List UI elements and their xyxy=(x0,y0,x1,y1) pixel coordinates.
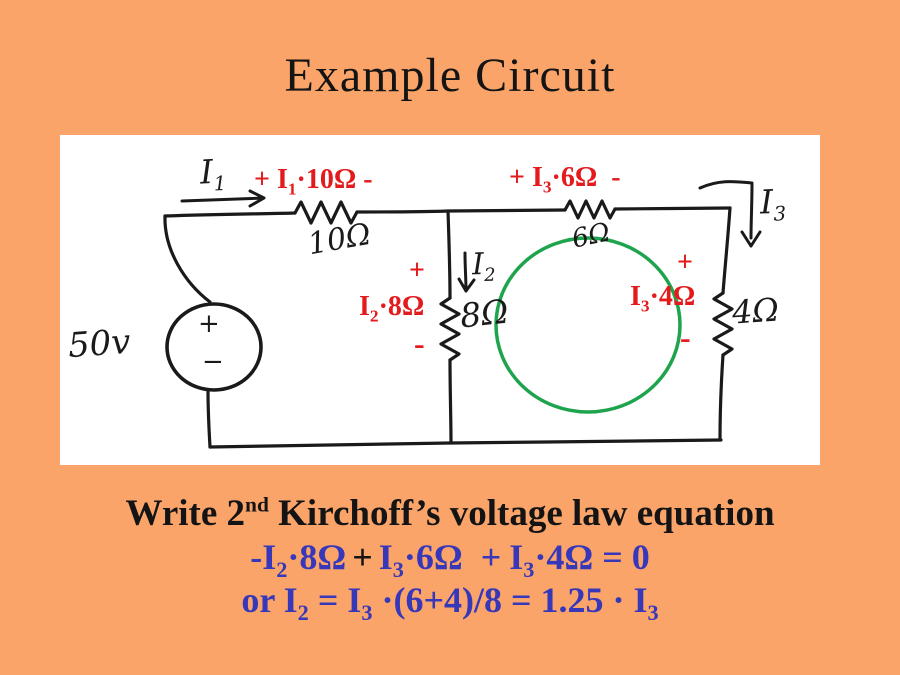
voltage-label-10ohm: + I1·10Ω - xyxy=(254,164,373,198)
resistor-6ohm-label: 6Ω xyxy=(569,217,613,255)
heading-ordinal: nd xyxy=(245,492,269,517)
eq1-term3: I3·4Ω = 0 xyxy=(509,537,650,581)
resistor-4ohm-label: 4Ω xyxy=(730,290,781,332)
middle-wire-upper xyxy=(446,209,452,300)
voltage-source-value: 50v xyxy=(66,321,132,367)
eq2-s2: 3 xyxy=(361,600,373,626)
polarity-plus-8ohm: + xyxy=(409,255,425,286)
polarity-minus-8ohm: - xyxy=(414,325,425,361)
eq2-t2: = I xyxy=(308,579,362,620)
polarity-plus-4ohm: + xyxy=(677,247,693,278)
ann8-subscript: 2 xyxy=(369,306,379,326)
current-i2-label: I2 xyxy=(471,247,496,286)
polarity-minus-4ohm: - xyxy=(680,319,691,355)
right-wire-lower xyxy=(718,353,725,442)
ann6-part1: + I xyxy=(509,162,543,193)
eq1-m6: ·4Ω = 0 xyxy=(534,537,650,578)
bottom-wire xyxy=(208,438,723,449)
kvl-loop-ellipse xyxy=(494,236,682,414)
i2-symbol: I xyxy=(471,247,485,283)
left-wire-upper xyxy=(163,214,212,304)
ann4-part1: I xyxy=(630,281,641,312)
current-i2-arrow xyxy=(457,251,476,293)
middle-wire-lower xyxy=(448,358,453,445)
eq1-m2: ·8Ω xyxy=(287,537,347,578)
eq1-m5: I xyxy=(509,537,524,578)
ann10-part1: + I xyxy=(254,164,288,195)
eq2-t3: ·(6+4)/8 = 1.25 · I xyxy=(372,579,648,620)
top-wire-left xyxy=(163,211,297,218)
resistor-6ohm-symbol xyxy=(563,199,617,220)
current-i3-label: I3 xyxy=(759,182,786,226)
voltage-label-8ohm: I2·8Ω xyxy=(359,291,425,325)
top-wire-right xyxy=(613,206,732,211)
voltage-label-6ohm: + I3·6Ω - xyxy=(509,162,621,196)
slide-title: Example Circuit xyxy=(284,49,616,102)
resistor-8ohm-label: 8Ω xyxy=(458,291,511,336)
eq1-m3: I xyxy=(378,537,393,578)
ann8-part1: I xyxy=(359,291,370,322)
eq2-s1: 2 xyxy=(297,600,309,626)
i1-symbol: I xyxy=(198,152,215,192)
caption-block: Write 2nd Kirchoff’s voltage law equatio… xyxy=(0,492,900,624)
eq1-s5: 3 xyxy=(523,557,535,583)
eq1-term1: -I2·8Ω xyxy=(250,537,347,581)
i2-subscript: 2 xyxy=(483,264,497,286)
i3-symbol: I xyxy=(759,182,774,222)
voltage-source-symbol xyxy=(165,302,263,392)
right-wire-upper xyxy=(721,206,732,295)
resistor-4ohm-symbol xyxy=(712,291,734,357)
ann8-part2: ·8Ω xyxy=(378,291,425,322)
current-i1-arrow xyxy=(180,189,266,208)
eq1-plus2: + xyxy=(480,537,502,578)
eq2-s3: 3 xyxy=(647,600,659,626)
eq1-s3: 3 xyxy=(392,557,404,583)
eq1-m4: ·6Ω xyxy=(403,537,463,578)
source-minus-terminal: − xyxy=(202,347,224,377)
top-wire-middle xyxy=(355,208,567,214)
kvl-equation: -I2·8Ω+I3·6Ω+I3·4Ω = 0 xyxy=(0,536,900,581)
eq1-plus1: + xyxy=(352,537,373,578)
i1-subscript: 1 xyxy=(213,171,227,196)
resistor-10ohm-symbol xyxy=(293,200,359,225)
ann6-part2: ·6Ω - xyxy=(551,162,621,193)
ann4-subscript: 3 xyxy=(640,296,650,316)
ann4-part2: ·4Ω xyxy=(649,281,696,312)
i3-subscript: 3 xyxy=(773,202,787,226)
left-wire-lower xyxy=(206,388,212,449)
voltage-label-4ohm: I3·4Ω xyxy=(630,281,696,315)
eq1-term2: I3·6Ω xyxy=(378,537,463,581)
eq1-m1: -I xyxy=(250,537,277,578)
current-relation-equation: or I2 = I3 ·(6+4)/8 = 1.25 · I3 xyxy=(0,579,900,624)
heading-part1: Write 2 xyxy=(125,493,246,534)
resistor-8ohm-symbol xyxy=(439,296,461,362)
ann10-subscript: 1 xyxy=(287,179,297,199)
eq1-s1: 2 xyxy=(276,557,288,583)
ann6-subscript: 3 xyxy=(542,177,552,197)
circuit-drawing xyxy=(163,180,762,449)
heading-part2: Kirchoff’s voltage law equation xyxy=(268,493,775,534)
eq2-t1: or I xyxy=(241,579,298,620)
source-plus-terminal: + xyxy=(198,309,220,339)
circuit-canvas: I1 + I1·10Ω - 10Ω + I3·6Ω - 6Ω I3 I2 + I… xyxy=(60,135,820,465)
current-i1-label: I1 xyxy=(199,152,227,196)
current-i3-arrow xyxy=(698,180,762,248)
ann10-part2: ·10Ω - xyxy=(296,164,373,195)
instruction-heading: Write 2nd Kirchoff’s voltage law equatio… xyxy=(0,492,900,536)
